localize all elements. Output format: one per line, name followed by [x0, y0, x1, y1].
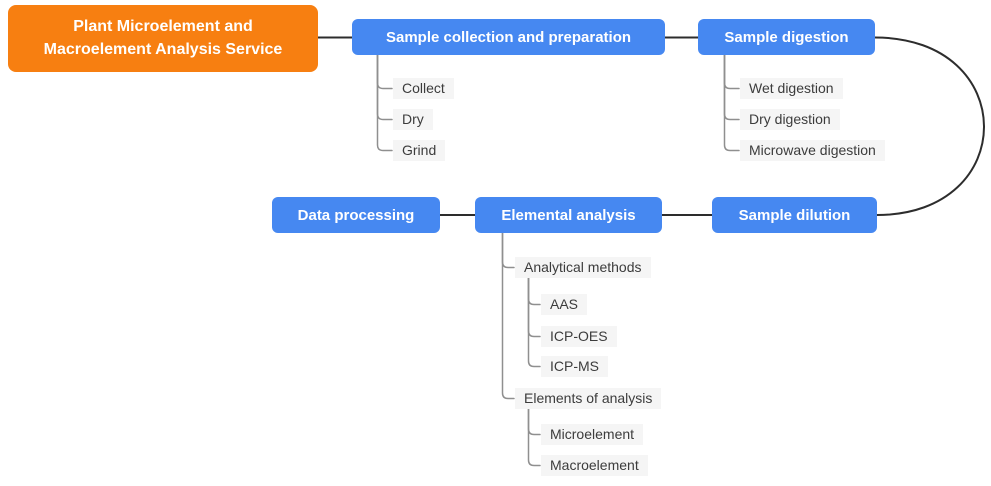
branch-analytical-icpms: [527, 277, 541, 368]
leaf-elements-of-analysis: Elements of analysis: [515, 388, 662, 409]
node-root-label-line1: Plant Microelement and: [73, 18, 253, 36]
node-sample-dilution: Sample dilution: [712, 197, 877, 233]
leaf-microwave-digestion: Microwave digestion: [740, 140, 885, 161]
leaf-collect: Collect: [393, 78, 454, 99]
leaf-microelement: Microelement: [541, 424, 644, 445]
leaf-wet-digestion: Wet digestion: [740, 78, 843, 99]
branch-elemental-analytical: [501, 232, 515, 269]
node-sample-dilution-label: Sample dilution: [738, 206, 851, 224]
node-elemental-analysis: Elemental analysis: [475, 197, 662, 233]
node-data-processing: Data processing: [272, 197, 440, 233]
node-elemental-analysis-label: Elemental analysis: [501, 206, 636, 224]
leaf-aas: AAS: [541, 294, 588, 315]
leaf-dry-digestion: Dry digestion: [740, 109, 840, 130]
node-root-label-line2: Macroelement Analysis Service: [43, 40, 283, 58]
leaf-grind: Grind: [393, 140, 446, 161]
node-sample-digestion-label: Sample digestion: [724, 28, 849, 46]
node-data-processing-label: Data processing: [297, 206, 415, 224]
node-sample-digestion: Sample digestion: [698, 19, 875, 55]
leaf-macroelement: Macroelement: [541, 455, 648, 476]
node-root: Plant Microelement and Macroelement Anal…: [8, 5, 318, 72]
node-sample-collection-label: Sample collection and preparation: [385, 28, 632, 46]
leaf-analytical-methods: Analytical methods: [515, 257, 651, 278]
branch-analytical-icpoes: [527, 277, 541, 338]
node-sample-collection: Sample collection and preparation: [352, 19, 665, 55]
branch-digestion-microwave: [723, 54, 740, 152]
branch-collection-collect: [376, 54, 393, 90]
branch-analytical-aas: [527, 277, 541, 306]
leaf-icp-oes: ICP-OES: [541, 326, 617, 347]
branch-elemental-elements: [501, 232, 515, 400]
wire-digestion-to-dilution-curve: [874, 36, 985, 216]
leaf-icp-ms: ICP-MS: [541, 356, 608, 377]
branch-collection-grind: [376, 54, 393, 152]
branch-elements-microelement: [527, 408, 541, 436]
branch-elements-macroelement: [527, 408, 541, 467]
branch-digestion-wet: [723, 54, 740, 90]
leaf-dry: Dry: [393, 109, 433, 130]
